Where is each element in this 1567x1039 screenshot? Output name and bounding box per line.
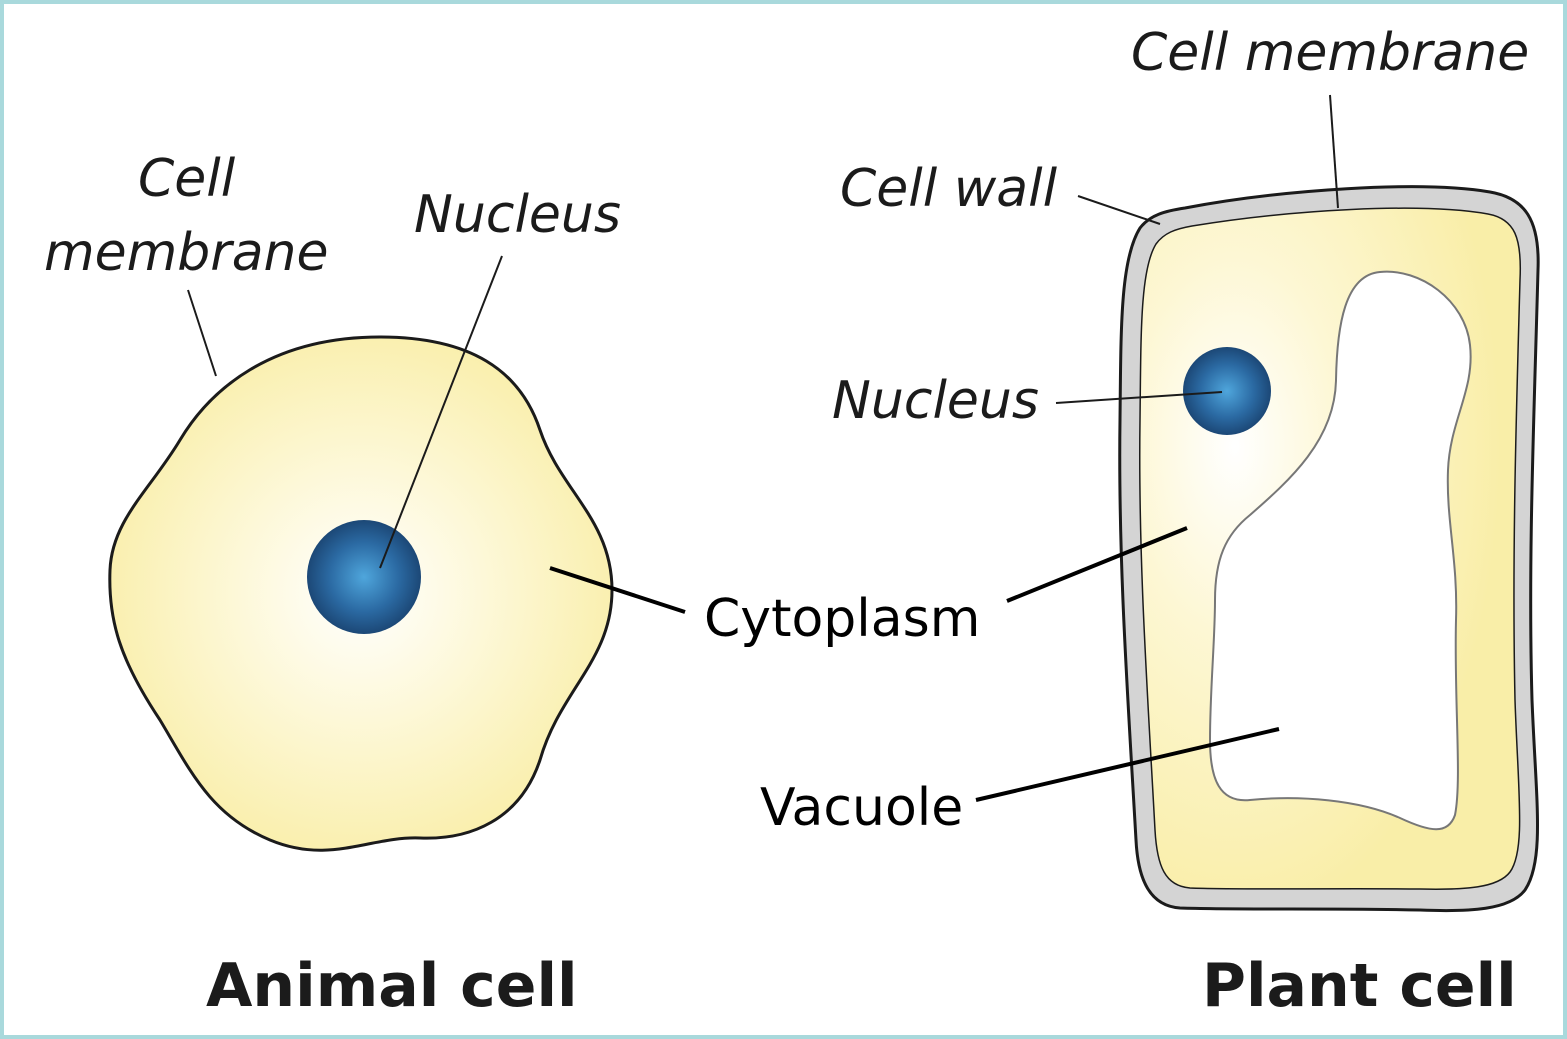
plant-vacuole-label: Vacuole xyxy=(760,778,963,838)
plant-membrane-leader xyxy=(1329,94,1339,209)
animal-cell: Cell membrane Nucleus Animal cell xyxy=(44,149,686,1021)
plant-wall-label: Cell wall xyxy=(840,159,1058,219)
plant-wall-leader xyxy=(1077,195,1161,225)
plant-vacuole-leader xyxy=(975,727,1280,802)
plant-nucleus-label: Nucleus xyxy=(832,371,1039,431)
cytoplasm-label: Cytoplasm xyxy=(704,589,980,649)
animal-nucleus-leader xyxy=(379,255,503,569)
plant-nucleus-leader xyxy=(1055,391,1223,404)
animal-nucleus xyxy=(307,520,421,634)
animal-membrane-label-line2: membrane xyxy=(44,223,329,283)
animal-cytoplasm-leader xyxy=(549,566,686,614)
plant-cell: Cell membrane Cell wall Nucleus Vacuole … xyxy=(760,23,1540,1021)
plant-cell-title: Plant cell xyxy=(1202,951,1517,1021)
plant-vacuole xyxy=(1208,270,1472,831)
animal-membrane-label-line1: Cell xyxy=(138,149,236,209)
animal-membrane-leader xyxy=(187,289,217,377)
plant-cytoplasm-leader xyxy=(1006,526,1188,603)
animal-nucleus-label: Nucleus xyxy=(414,185,621,245)
plant-membrane-label: Cell membrane xyxy=(1131,23,1529,83)
animal-cell-title: Animal cell xyxy=(206,951,578,1021)
plant-nucleus xyxy=(1183,347,1271,435)
